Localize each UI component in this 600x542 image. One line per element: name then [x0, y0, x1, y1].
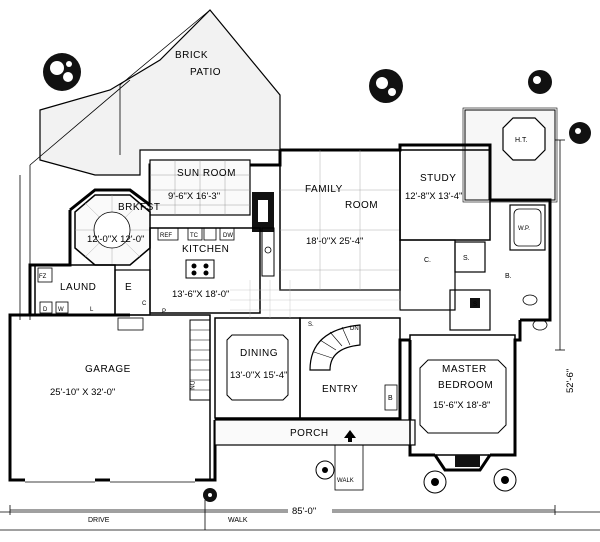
entry-label: ENTRY [322, 384, 358, 395]
foyer-tile [230, 280, 400, 318]
master-bedroom-dims: 15'-6"X 18'-8" [433, 400, 490, 411]
overall-dimensions: 85'-0" 52'-6" [9, 353, 576, 517]
dw-label: DW [223, 233, 233, 239]
front-walk-label: WALK [337, 478, 354, 484]
drive-label: DRIVE [88, 517, 110, 524]
dining: DINING 13'-0"X 15'-4" [214, 317, 301, 419]
stair-dn-label: DN [350, 326, 359, 332]
sun-room-label: SUN ROOM [177, 168, 236, 179]
tree-icon [203, 488, 217, 502]
bottom-walk-label: WALK [228, 517, 248, 524]
breakfast: BRKFST 12'-0"X 12'-0" [74, 194, 160, 266]
brkfst-dims: 12'-0"X 12'-0" [87, 234, 144, 245]
tree-icon [569, 122, 591, 144]
study-dims: 12'-8"X 13'-4" [405, 191, 462, 202]
brick-patio: BRICK PATIO [19, 9, 281, 320]
dryer-label: D [43, 307, 48, 313]
garage-stair-dn-label: DN [188, 381, 194, 390]
l-label: L [90, 307, 94, 313]
family-room-dims: 18'-0"X 25'-4" [306, 236, 363, 247]
dining-label: DINING [240, 348, 278, 359]
garage-dims: 25'-10" X 32'-0" [50, 387, 115, 398]
sun-room-dims: 9'-6"X 16'-3" [168, 191, 220, 202]
study-label: STUDY [420, 173, 456, 184]
bath-label: B. [505, 273, 512, 280]
patio-label-line2: PATIO [190, 67, 221, 78]
tree-icon [43, 53, 81, 91]
tree-icon [528, 70, 552, 94]
tc-label: TC [190, 233, 199, 239]
stair-s-label: S. [308, 322, 314, 328]
family-room-label-line1: FAMILY [305, 184, 343, 195]
freezer-label: FZ [39, 274, 47, 280]
e-label: E [125, 282, 132, 293]
porch-label: PORCH [290, 428, 329, 439]
washer-label: W [58, 307, 64, 313]
fireplace [252, 192, 274, 232]
closet-label: C. [424, 257, 431, 264]
shrub-icon [315, 460, 335, 480]
pantry-label: P [162, 309, 166, 315]
garage-label: GARAGE [85, 364, 131, 375]
family-room-label-line2: ROOM [345, 200, 378, 211]
kitchen-label: KITCHEN [182, 244, 229, 255]
small-s-label: S [473, 302, 477, 308]
total-width-label: 85'-0" [292, 506, 316, 517]
porch: PORCH [214, 419, 416, 446]
laundry: FZ LAUND D W L E C [34, 264, 151, 331]
ref-label: REF [160, 233, 172, 239]
master-bedroom-label-line1: MASTER [442, 364, 487, 375]
master-suite-closets: C. S. S B. [399, 239, 548, 331]
shower-label: S. [463, 255, 470, 262]
hot-tub-label: H.T. [515, 137, 528, 144]
garage: GARAGE 25'-10" X 32'-0" DN [9, 314, 211, 483]
kitchen: REF TC DW KITCHEN 13'-6"X 18'-0" P [149, 227, 275, 315]
site-walks: WALK DRIVE WALK [0, 444, 600, 531]
patio-label-line1: BRICK [175, 50, 208, 61]
shrub-icon [493, 468, 517, 492]
dining-dims: 13'-0"X 15'-4" [230, 370, 287, 381]
whirlpool-label: W.P. [518, 226, 530, 232]
brkfst-label: BRKFST [118, 202, 160, 213]
sun-room: SUN ROOM 9'-6"X 16'-3" [149, 159, 251, 216]
whirlpool: W.P. [509, 204, 546, 251]
total-depth-label: 52'-6" [565, 369, 576, 393]
tree-icon [369, 69, 403, 103]
entry: DN S. ENTRY B [299, 317, 401, 419]
laund-label: LAUND [60, 282, 96, 293]
entry-arrow-icon [344, 430, 356, 442]
master-bedroom: MASTER BEDROOM 15'-6"X 18'-8" [409, 334, 516, 467]
master-bedroom-label-line2: BEDROOM [438, 380, 493, 391]
kitchen-dims: 13'-6"X 18'-0" [172, 289, 229, 300]
shrub-icon [423, 470, 447, 494]
family-room: FAMILY ROOM 18'-0"X 25'-4" [279, 149, 401, 291]
c-small-label: C [142, 301, 147, 307]
bath-lower-label: B [388, 395, 393, 402]
